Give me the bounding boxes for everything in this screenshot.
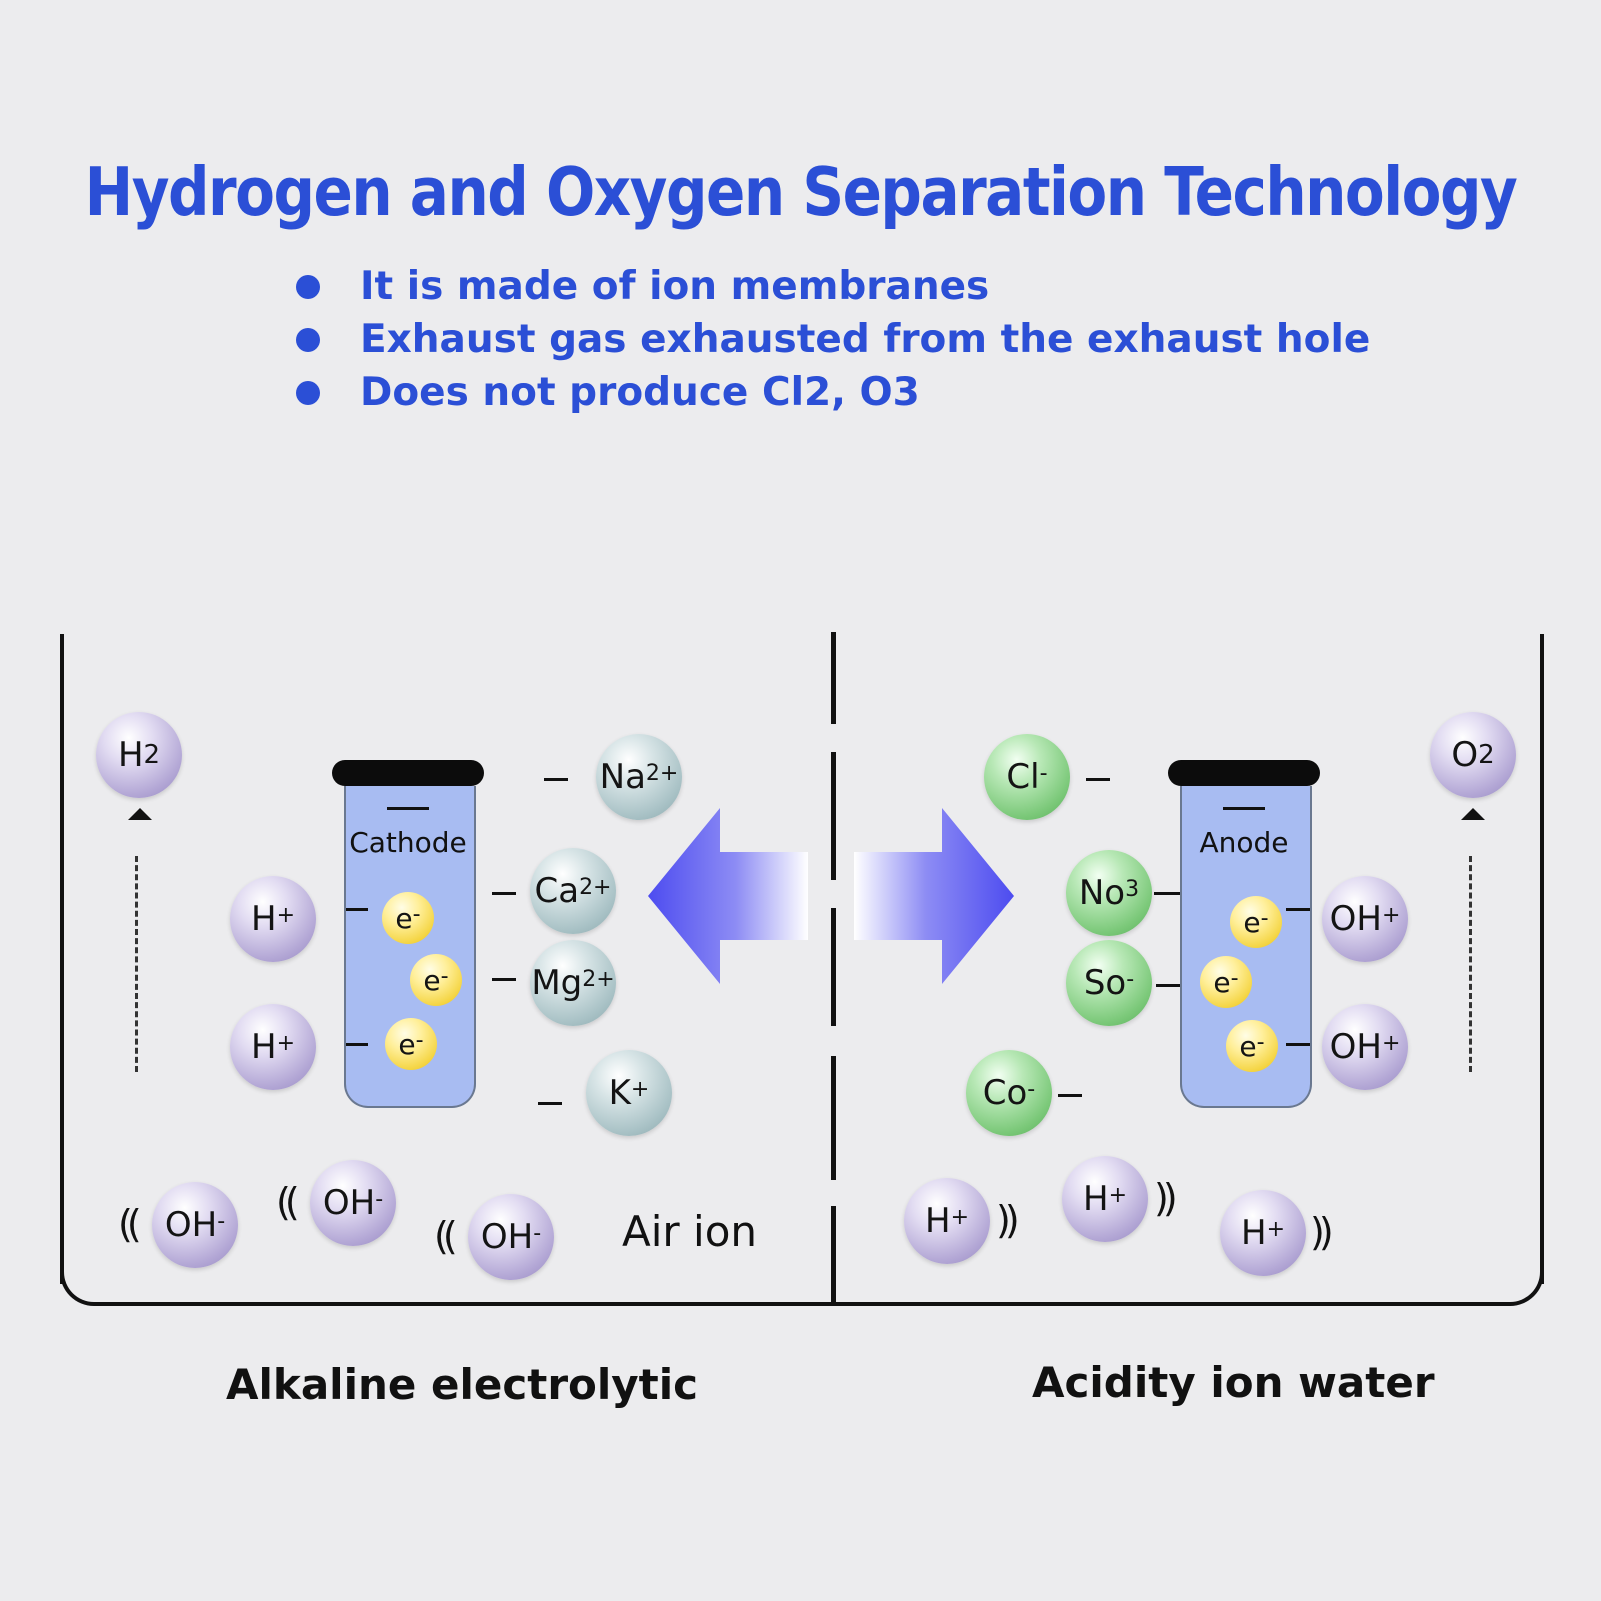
anode-polarity-icon: [1223, 807, 1265, 810]
bond-line: [1286, 1043, 1310, 1046]
bullet-dot-icon: [296, 381, 320, 405]
container-right-wall: [1540, 634, 1544, 1284]
container-left-wall: [60, 634, 64, 1284]
chloride-ion: Cl-: [984, 734, 1070, 820]
feature-item: Exhaust gas exhausted from the exhaust h…: [292, 313, 1370, 366]
anode-label: Anode: [1199, 826, 1289, 859]
container-bottom: [60, 1252, 1544, 1306]
alkaline-caption: Alkaline electrolytic: [226, 1360, 699, 1409]
electron: e-: [410, 954, 462, 1006]
migration-arrow-right-icon: [854, 808, 1014, 984]
proton-ion: H+: [230, 876, 316, 962]
carbonate-ion: Co-: [966, 1050, 1052, 1136]
hydroxide-ion: OH-: [152, 1182, 238, 1268]
anode-terminal: [1168, 760, 1320, 786]
feature-text: It is made of ion membranes: [360, 264, 990, 309]
bond-line: [1086, 778, 1110, 781]
bond-line: [1154, 892, 1180, 895]
feature-text: Exhaust gas exhausted from the exhaust h…: [360, 317, 1371, 362]
feature-list: It is made of ion membranes Exhaust gas …: [292, 260, 1370, 419]
proton-ion: H+: [230, 1004, 316, 1090]
page-title: Hydrogen and Oxygen Separation Technolog…: [84, 153, 1518, 232]
bullet-dot-icon: [296, 328, 320, 352]
electron: e-: [385, 1018, 437, 1070]
bond-line: [1058, 1094, 1082, 1097]
feature-text: Does not produce Cl2, O3: [360, 370, 920, 415]
acidity-caption: Acidity ion water: [1032, 1358, 1435, 1407]
bond-line: [492, 978, 516, 981]
bond-line: [1156, 984, 1180, 987]
bond-line: [538, 1102, 562, 1105]
sulfate-ion: So-: [1066, 940, 1152, 1026]
proton-ion: H+: [1220, 1190, 1306, 1276]
feature-item: It is made of ion membranes: [292, 260, 1370, 313]
potassium-ion: K+: [586, 1050, 672, 1136]
feature-item: Does not produce Cl2, O3: [292, 366, 1370, 419]
cathode-terminal: [332, 760, 484, 786]
vibration-waves-icon: )): [1154, 1176, 1178, 1220]
bond-line: [346, 1043, 368, 1046]
vibration-waves-icon: ((: [276, 1180, 300, 1224]
hydroxide-ion: OH-: [310, 1160, 396, 1246]
electron: e-: [1200, 956, 1252, 1008]
hydroxide-ion: OH-: [468, 1194, 554, 1280]
gas-rise-path: [1469, 856, 1472, 1072]
vibration-waves-icon: )): [996, 1198, 1020, 1242]
gas-rise-arrow-icon: [128, 808, 152, 820]
electron: e-: [1230, 896, 1282, 948]
bond-line: [492, 892, 516, 895]
gas-rise-arrow-icon: [1461, 808, 1485, 820]
hydroxide-ion: OH+: [1322, 1004, 1408, 1090]
vibration-waves-icon: ((: [434, 1214, 458, 1258]
vibration-waves-icon: )): [1310, 1210, 1334, 1254]
cathode-polarity-icon: [387, 807, 429, 810]
bond-line: [544, 778, 568, 781]
gas-rise-path: [135, 856, 138, 1072]
cathode-label: Cathode: [349, 826, 467, 859]
migration-arrow-left-icon: [648, 808, 808, 984]
bond-line: [346, 908, 368, 911]
proton-ion: H+: [1062, 1156, 1148, 1242]
electron: e-: [1226, 1020, 1278, 1072]
electron: e-: [382, 892, 434, 944]
vibration-waves-icon: ((: [118, 1202, 142, 1246]
proton-ion: H+: [904, 1178, 990, 1264]
air-ion-label: Air ion: [622, 1207, 758, 1256]
bullet-dot-icon: [296, 275, 320, 299]
hydroxide-ion: OH+: [1322, 876, 1408, 962]
bond-line: [1286, 908, 1310, 911]
